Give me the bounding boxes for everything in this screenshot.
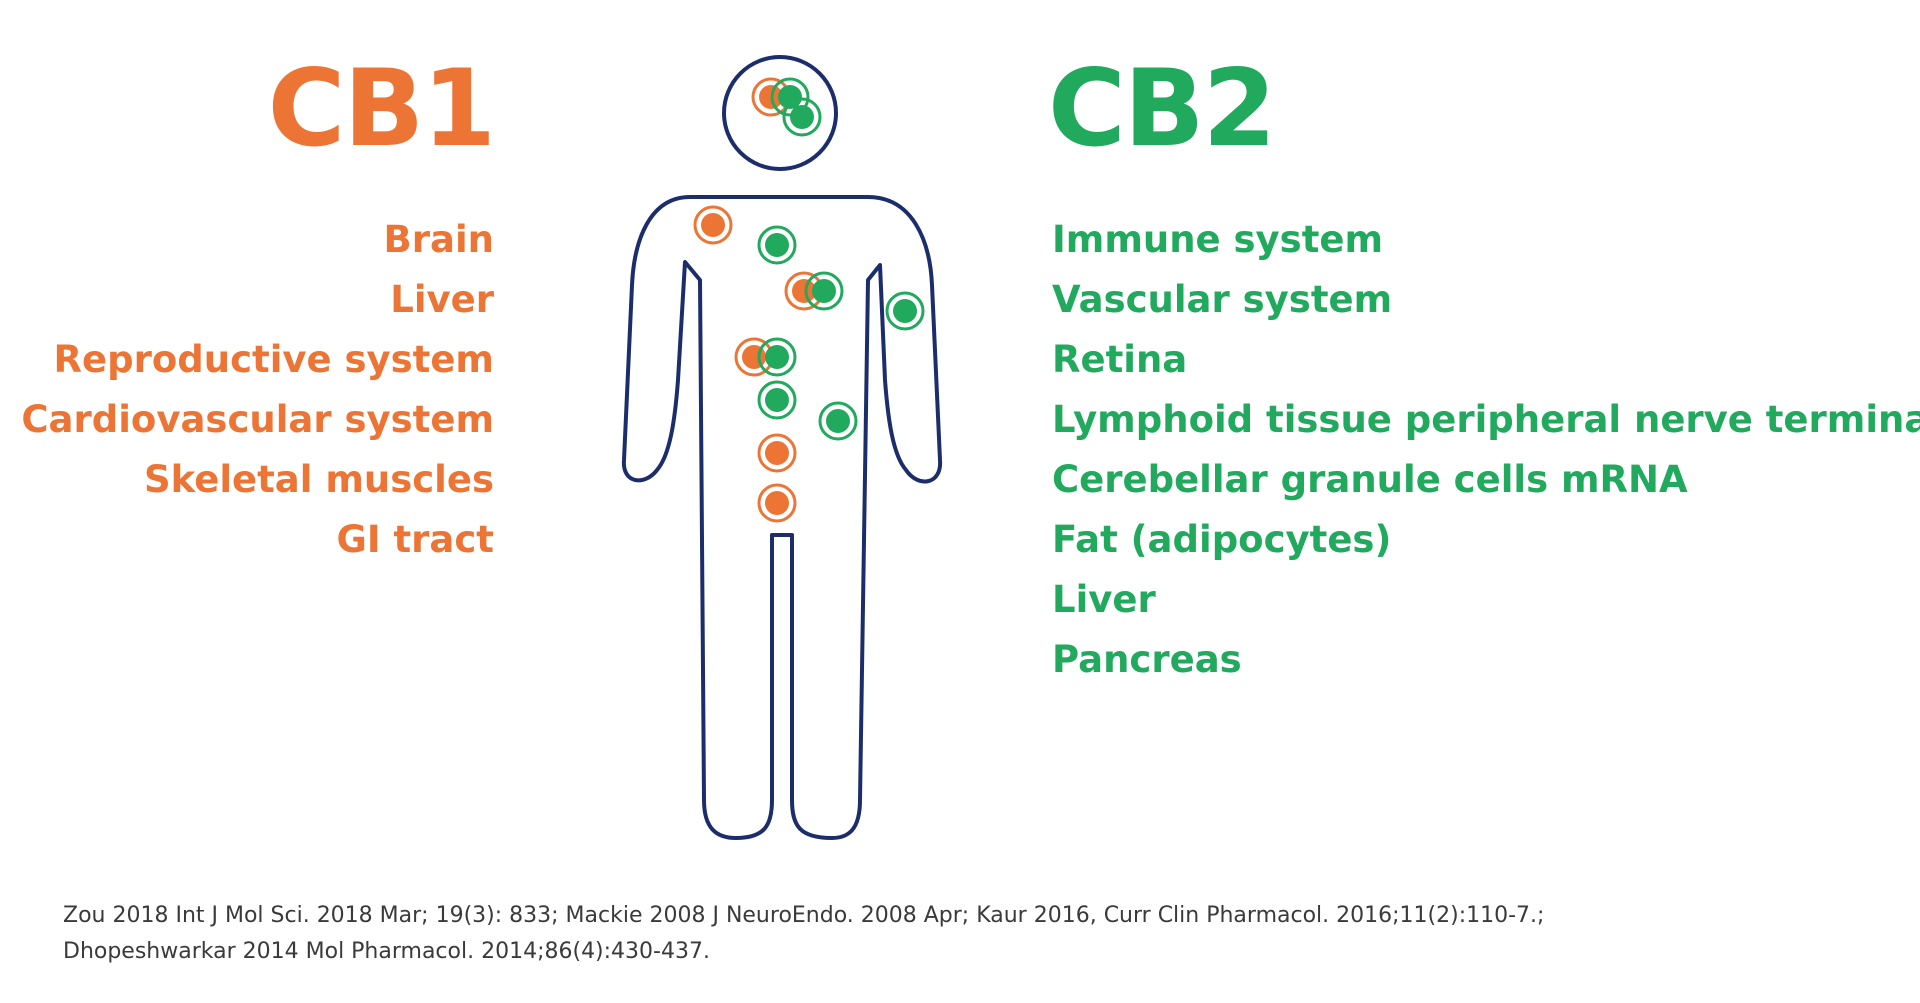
cb1-item-gi-tract: GI tract xyxy=(336,518,494,561)
reference-line-2: Dhopeshwarkar 2014 Mol Pharmacol. 2014;8… xyxy=(63,939,710,964)
cb2-marker-liver xyxy=(757,337,797,377)
reference-line-1: Zou 2018 Int J Mol Sci. 2018 Mar; 19(3):… xyxy=(63,903,1545,928)
cb2-marker-brain xyxy=(770,77,810,117)
references-footer: Zou 2018 Int J Mol Sci. 2018 Mar; 19(3):… xyxy=(63,898,1544,970)
cb2-item-fat: Fat (adipocytes) xyxy=(1052,518,1392,561)
cb1-item-brain: Brain xyxy=(383,218,494,261)
cb2-item-retina: Retina xyxy=(1052,338,1188,381)
cb2-item-immune: Immune system xyxy=(1052,218,1384,261)
body-outline xyxy=(621,195,943,840)
cb2-marker-heart xyxy=(804,271,844,311)
cb2-marker-arm xyxy=(885,291,925,331)
cb2-item-cerebellar: Cerebellar granule cells mRNA xyxy=(1052,458,1688,501)
cb1-item-reproductive: Reproductive system xyxy=(53,338,494,381)
cb2-item-lymphoid: Lymphoid tissue peripheral nerve termina… xyxy=(1052,398,1920,441)
cb1-marker-gi-lower xyxy=(757,483,797,523)
cb1-location-list: Brain Liver Reproductive system Cardiova… xyxy=(21,210,494,570)
cb2-location-list: Immune system Vascular system Retina Lym… xyxy=(1052,210,1920,690)
cb1-marker-gi-upper xyxy=(757,433,797,473)
cb2-item-pancreas: Pancreas xyxy=(1052,638,1242,681)
cb2-marker-chest xyxy=(757,225,797,265)
cb1-title: CB1 xyxy=(267,47,496,170)
cb2-item-liver: Liver xyxy=(1052,578,1156,621)
cb2-marker-abdomen xyxy=(757,380,797,420)
cb2-marker-brain-2 xyxy=(782,97,822,137)
receptor-markers xyxy=(693,77,925,523)
cb2-title: CB2 xyxy=(1048,47,1276,170)
cb1-item-liver: Liver xyxy=(390,278,494,321)
cb2-item-vascular: Vascular system xyxy=(1052,278,1393,321)
cb2-marker-pancreas xyxy=(818,401,858,441)
cb1-item-skeletal-muscles: Skeletal muscles xyxy=(143,458,494,501)
cb1-item-cardiovascular: Cardiovascular system xyxy=(21,398,494,441)
cb1-marker-shoulder xyxy=(693,205,733,245)
head-outline xyxy=(722,55,838,171)
